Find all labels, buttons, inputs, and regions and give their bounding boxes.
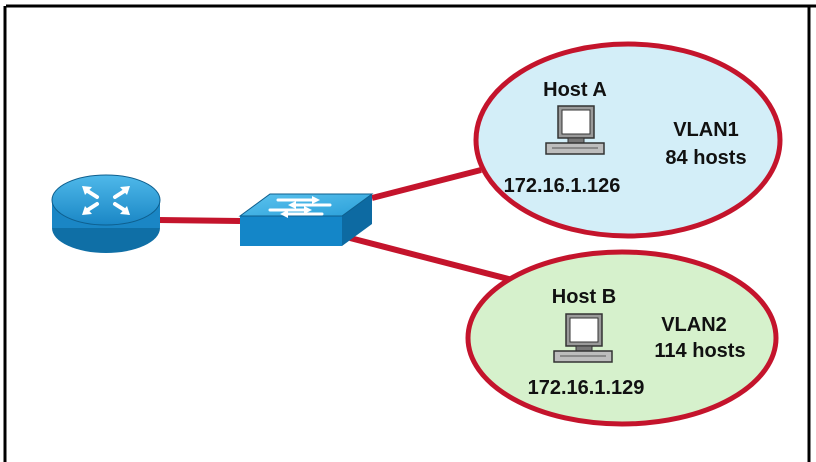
host-a-ip: 172.16.1.126 <box>504 175 621 197</box>
pc-icon <box>553 313 613 363</box>
vlan1-group: Host A VLAN1 84 hosts 172.16.1.126 <box>473 41 783 239</box>
link-switch-vlan2 <box>349 235 521 285</box>
vlan2-ellipse <box>465 249 779 427</box>
vlan2-group: Host B VLAN2 114 hosts 172.16.1.129 <box>465 249 779 427</box>
host-b-ip: 172.16.1.129 <box>528 377 645 399</box>
vlan1-ellipse <box>473 41 783 239</box>
links <box>157 167 521 285</box>
router-icon <box>51 174 161 253</box>
vlan1-hosts: 84 hosts <box>665 147 746 169</box>
vlan2-hosts: 114 hosts <box>654 340 745 362</box>
pc-icon <box>545 105 605 155</box>
host-b-label: Host B <box>552 286 616 308</box>
link-switch-vlan1 <box>371 167 482 201</box>
host-a-label: Host A <box>543 79 607 101</box>
switch-icon <box>238 193 374 246</box>
vlan1-name: VLAN1 <box>673 119 739 141</box>
vlan2-name: VLAN2 <box>661 314 727 336</box>
link-router-switch <box>157 217 241 224</box>
